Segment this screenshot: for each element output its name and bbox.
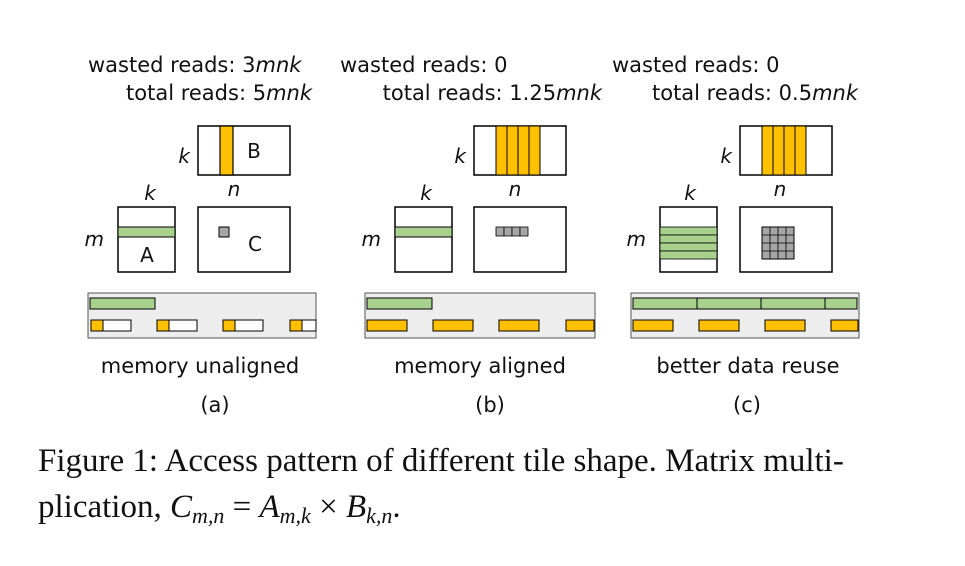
panel-a: wasted reads: 3mnk total reads: 5mnk k B… — [85, 53, 317, 417]
panel-b-matrix-c — [473, 206, 567, 273]
panel-c-a-k-label: k — [684, 181, 697, 205]
panel-a-a-tile-row — [117, 226, 176, 238]
panel-a-matrix-c — [197, 206, 291, 273]
panel-c-memory-b-reads — [632, 319, 859, 332]
panel-b-c-tile-row — [495, 226, 529, 237]
panel-c-b-tile-columns — [761, 125, 807, 176]
panel-a-memory-b-reads — [90, 319, 317, 332]
panel-a-matrix-a-label: A — [140, 243, 154, 267]
panel-a-b-k-label: k — [178, 144, 191, 168]
panel-a-total-reads: total reads: 5mnk — [126, 81, 313, 105]
panel-a-matrix-a — [117, 206, 176, 273]
panel-b-b-k-label: k — [454, 144, 467, 168]
panel-b-description: memory aligned — [394, 354, 566, 378]
caption-b-symbol: B — [345, 489, 367, 525]
panel-b-a-k-label: k — [420, 181, 433, 205]
panel-c-description: better data reuse — [656, 354, 839, 378]
panel-a-a-k-label: k — [144, 181, 157, 205]
panel-a-m-label: m — [85, 227, 104, 251]
panel-b-wasted-reads: wasted reads: 0 — [340, 53, 508, 77]
panel-c-n-label: n — [774, 177, 787, 201]
panel-a-c-tile — [218, 226, 230, 238]
panel-b-matrix-a — [394, 206, 453, 273]
panel-b-total-reads: total reads: 1.25mnk — [383, 81, 603, 105]
panel-c: wasted reads: 0 total reads: 0.5mnk k n … — [612, 53, 860, 417]
panel-a-description: memory unaligned — [101, 354, 299, 378]
panel-b-tag: (b) — [475, 393, 505, 417]
panel-c-wasted-reads: wasted reads: 0 — [612, 53, 780, 77]
panel-b-b-tile-columns — [495, 125, 541, 176]
panel-a-matrix-b-label: B — [247, 139, 261, 163]
caption-line-1: Figure 1: Access pattern of different ti… — [38, 443, 844, 479]
panel-a-wasted-reads: wasted reads: 3mnk — [88, 53, 302, 77]
panel-c-a-tile-rows — [659, 226, 718, 260]
panel-a-matrix-c-label: C — [248, 232, 262, 256]
caption-line-2: plication, Cm,n = Am,k × Bk,n. — [38, 489, 401, 528]
caption-a-symbol: A — [259, 489, 280, 525]
panel-b-m-label: m — [362, 227, 381, 251]
panel-c-b-k-label: k — [720, 144, 733, 168]
panel-b: wasted reads: 0 total reads: 1.25mnk k n… — [340, 53, 603, 417]
panel-c-tag: (c) — [733, 393, 761, 417]
panel-a-b-tile-column — [219, 125, 234, 176]
panel-b-a-tile-row — [394, 226, 453, 238]
panel-a-tag: (a) — [200, 393, 229, 417]
panel-c-memory-a-reads — [632, 297, 858, 310]
panel-c-m-label: m — [627, 227, 646, 251]
figure-caption: Figure 1: Access pattern of different ti… — [38, 438, 938, 530]
panel-b-memory-a-read — [366, 297, 433, 310]
panel-b-n-label: n — [509, 177, 522, 201]
panel-a-memory-a-read — [89, 297, 156, 310]
panel-c-total-reads: total reads: 0.5mnk — [652, 81, 859, 105]
panel-b-memory-b-reads — [366, 319, 595, 332]
caption-c-symbol: C — [169, 489, 192, 525]
panel-a-matrix-b — [197, 125, 291, 176]
panel-a-n-label: n — [228, 177, 241, 201]
panel-c-c-tile-grid — [761, 226, 795, 260]
